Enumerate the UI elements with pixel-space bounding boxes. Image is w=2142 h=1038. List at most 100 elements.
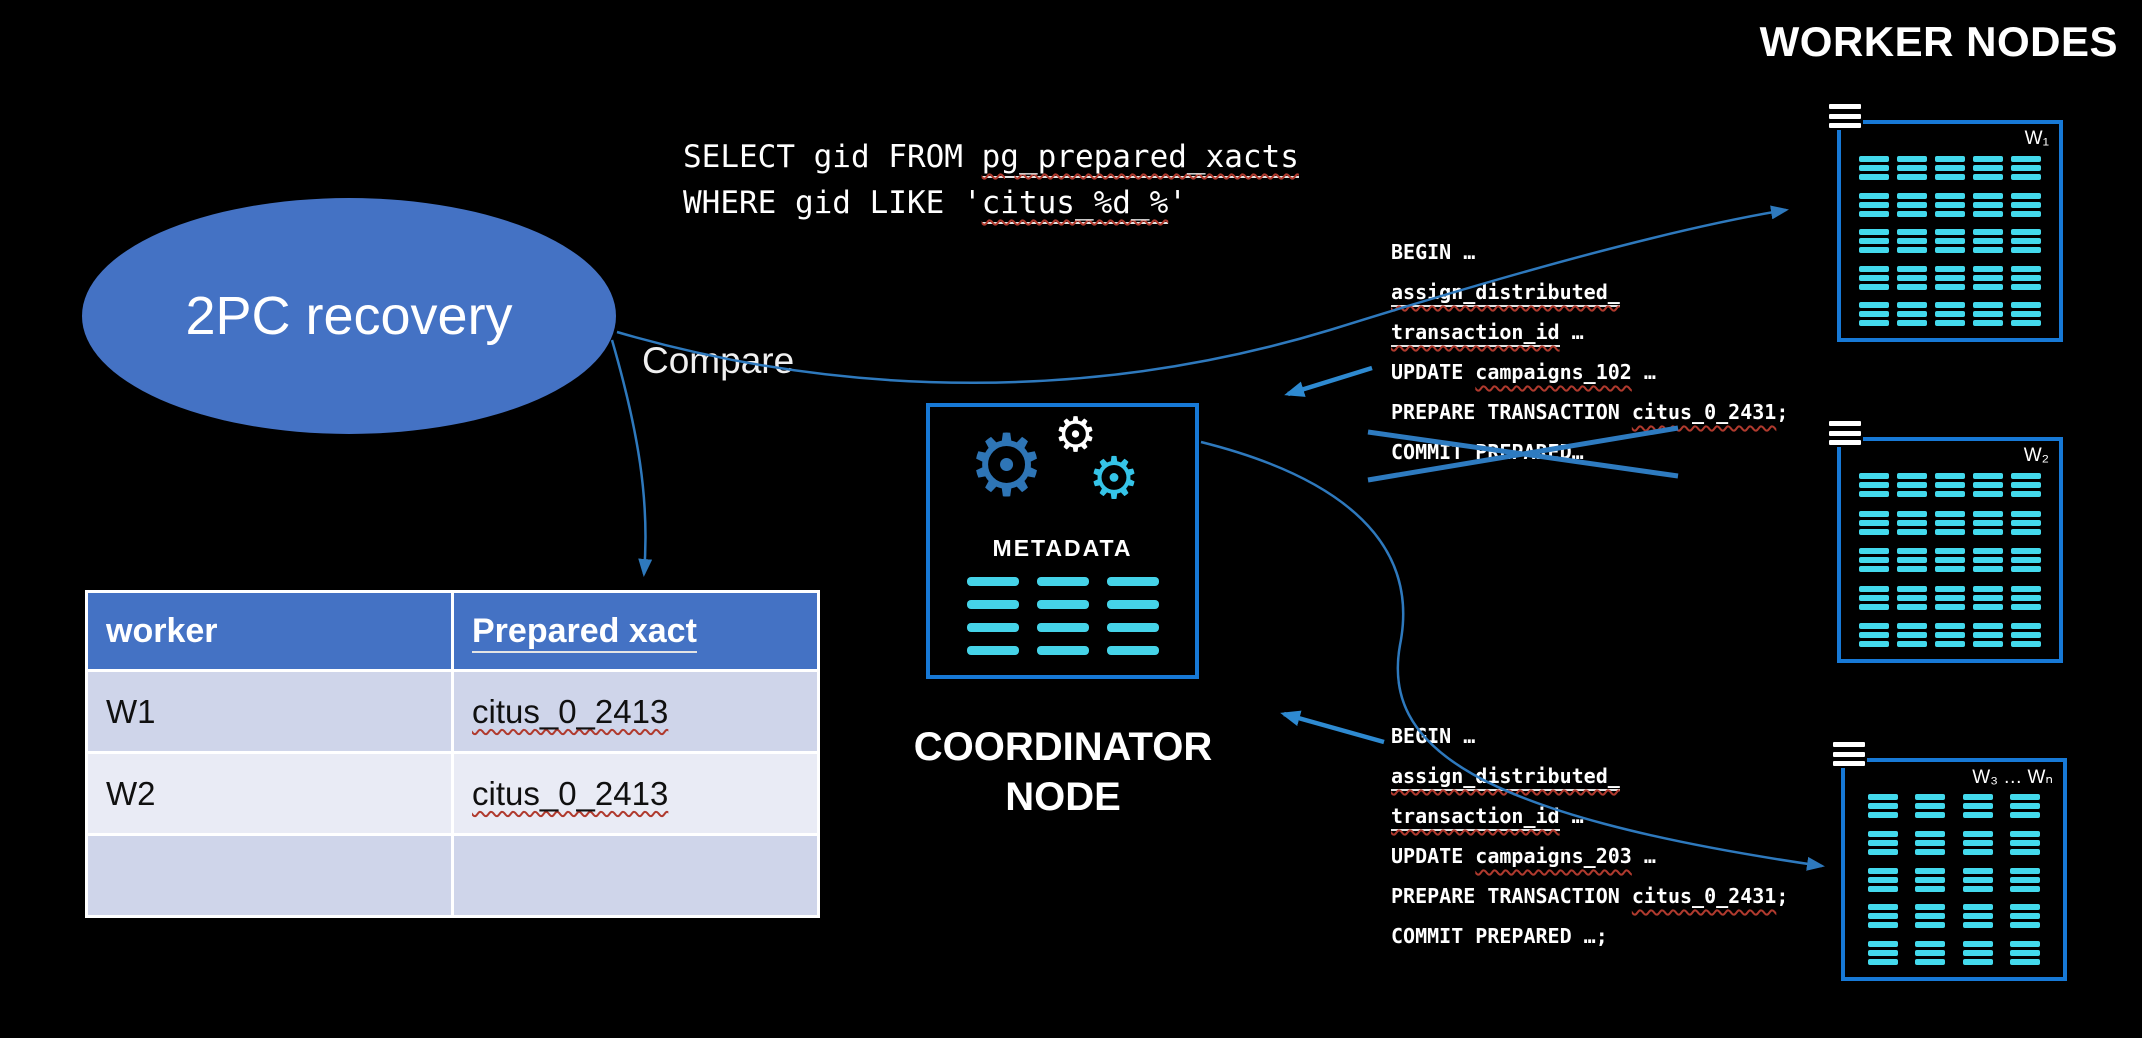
code-line: UPDATE campaigns_203 … bbox=[1391, 844, 1656, 868]
coordinator-title: COORDINATOR NODE bbox=[872, 722, 1254, 822]
list-bar bbox=[1036, 577, 1089, 586]
database-icon bbox=[1867, 830, 1898, 855]
database-icon bbox=[1935, 229, 1965, 253]
worker-nodes-title: WORKER NODES bbox=[1759, 18, 2118, 65]
transaction-steps-block-1: BEGIN …assign_distributed_transaction_id… bbox=[1391, 232, 1788, 472]
database-icon bbox=[1973, 265, 2003, 290]
server-stack-icon bbox=[1827, 102, 1863, 130]
database-icon bbox=[1962, 830, 1993, 855]
database-icon bbox=[1973, 585, 2003, 610]
database-icon bbox=[1867, 867, 1898, 892]
database-icon bbox=[2011, 192, 2041, 217]
database-icon bbox=[1973, 302, 2003, 326]
database-icon bbox=[1935, 265, 1965, 290]
database-icon bbox=[1973, 473, 2003, 497]
column-header-worker: worker bbox=[85, 590, 454, 672]
code-line: transaction_id … bbox=[1391, 796, 1788, 836]
database-icon bbox=[1935, 192, 1965, 217]
database-icon bbox=[1897, 229, 1927, 253]
table-cell bbox=[85, 833, 454, 918]
database-icon bbox=[1962, 904, 1993, 929]
database-icon bbox=[1935, 302, 1965, 326]
table-cell: citus_0_2413 bbox=[451, 751, 820, 836]
code-line: BEGIN … bbox=[1391, 724, 1476, 748]
list-bar bbox=[1036, 623, 1089, 632]
database-icon bbox=[1935, 548, 1965, 572]
database-icon bbox=[1973, 229, 2003, 253]
database-icon bbox=[1915, 794, 1946, 818]
database-icon bbox=[1859, 548, 1889, 572]
coordinator-box: ⚙ ⚙ ⚙ METADATA bbox=[926, 403, 1199, 679]
database-icon bbox=[1859, 585, 1889, 610]
database-icon bbox=[1859, 265, 1889, 290]
list-bar bbox=[1106, 646, 1159, 655]
worker-node-box-1: W₁ bbox=[1827, 102, 2063, 342]
database-icon bbox=[1897, 510, 1927, 535]
worker-node-label: W₂ bbox=[2023, 445, 2049, 466]
database-icon bbox=[2011, 623, 2041, 647]
database-icon bbox=[1935, 510, 1965, 535]
list-bar bbox=[1106, 600, 1159, 609]
database-icon bbox=[1859, 156, 1889, 180]
database-icon bbox=[1897, 302, 1927, 326]
database-icon bbox=[1859, 229, 1889, 253]
metadata-list-icon bbox=[966, 577, 1159, 655]
database-icon bbox=[1935, 623, 1965, 647]
database-icon bbox=[1859, 192, 1889, 217]
database-icon bbox=[1859, 510, 1889, 535]
code-line: BEGIN … bbox=[1391, 240, 1476, 264]
database-icon bbox=[1859, 473, 1889, 497]
database-icon bbox=[2010, 867, 2041, 892]
database-icon bbox=[1935, 473, 1965, 497]
server-stack-icon bbox=[1827, 419, 1863, 447]
recovery-ellipse: 2PC recovery bbox=[82, 198, 616, 434]
worker-node-box-2: W₂ bbox=[1827, 419, 2063, 663]
list-bar bbox=[966, 646, 1019, 655]
code-line: assign_distributed_ bbox=[1391, 756, 1788, 796]
database-icon bbox=[1897, 156, 1927, 180]
database-icon bbox=[1867, 904, 1898, 929]
coordinator-title-line1: COORDINATOR bbox=[913, 725, 1213, 769]
coordinator-title-line2: NODE bbox=[1005, 775, 1121, 819]
database-icon bbox=[2010, 904, 2041, 929]
gear-icon: ⚙ bbox=[1088, 444, 1140, 512]
column-header-prepared-xact: Prepared xact bbox=[451, 590, 820, 672]
database-icon bbox=[1962, 794, 1993, 818]
database-icon bbox=[1859, 302, 1889, 326]
database-icon bbox=[1897, 623, 1927, 647]
database-icon bbox=[2010, 794, 2041, 818]
database-icon bbox=[2011, 156, 2041, 180]
gear-icon: ⚙ bbox=[968, 416, 1046, 516]
database-icon bbox=[1915, 867, 1946, 892]
worker-node-label: W₁ bbox=[2024, 128, 2049, 149]
list-bar bbox=[1036, 646, 1089, 655]
table-cell: citus_0_2413 bbox=[451, 669, 820, 754]
code-line: COMMIT PREPARED …; bbox=[1391, 924, 1608, 948]
table-cell: W2 bbox=[85, 751, 454, 836]
database-icon bbox=[1973, 548, 2003, 572]
database-icon bbox=[1915, 941, 1946, 965]
list-bar bbox=[966, 623, 1019, 632]
database-icon bbox=[2011, 302, 2041, 326]
database-icon bbox=[2010, 941, 2041, 965]
code-line: COMMIT PREPARED… bbox=[1391, 440, 1584, 464]
database-icon bbox=[1915, 830, 1946, 855]
arrow-ellipse-to-table bbox=[610, 339, 653, 577]
database-icon bbox=[1973, 156, 2003, 180]
database-icon bbox=[1973, 623, 2003, 647]
code-line: PREPARE TRANSACTION citus_0_2431; bbox=[1391, 884, 1789, 908]
transaction-steps-block-2: BEGIN … assign_distributed_transaction_id… bbox=[1391, 716, 1788, 956]
database-icon bbox=[2011, 229, 2041, 253]
gear-icon: ⚙ bbox=[1054, 407, 1098, 463]
table-cell bbox=[451, 833, 820, 918]
database-grid bbox=[1859, 794, 2049, 965]
compare-label: Compare bbox=[642, 340, 795, 381]
database-icon bbox=[2011, 548, 2041, 572]
database-icon bbox=[2011, 585, 2041, 610]
database-icon bbox=[2011, 510, 2041, 535]
